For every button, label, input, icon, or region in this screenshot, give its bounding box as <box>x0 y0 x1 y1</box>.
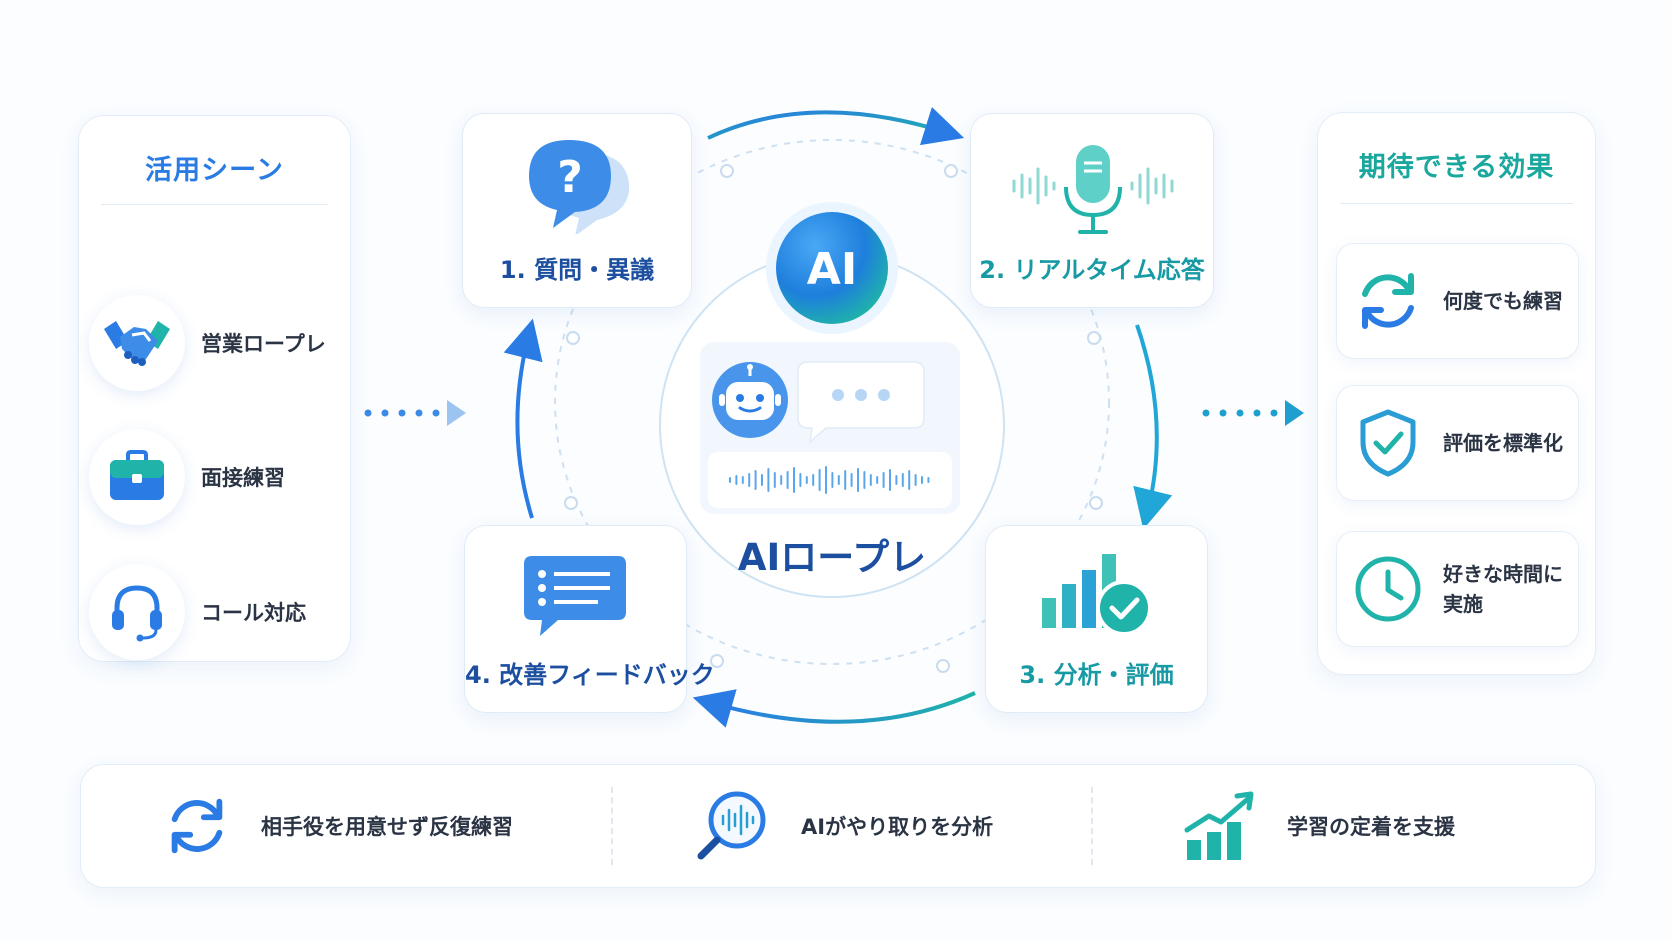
scene-item-sales-roleplay: 営業ロープレ <box>89 291 339 395</box>
scene-label: コール対応 <box>201 601 306 625</box>
arrow-step4-to-step1 <box>503 318 543 519</box>
magnifier-wave-icon <box>697 791 766 860</box>
clock-icon <box>1355 556 1421 622</box>
refresh-icon <box>1362 273 1414 329</box>
usage-scenes-divider <box>101 204 328 205</box>
effect-card-repeat-practice: 何度でも練習 <box>1336 243 1579 359</box>
right-connector-dots <box>1202 400 1304 426</box>
arrow-step3-to-step4 <box>692 689 976 728</box>
audio-waveform-icon <box>708 452 952 508</box>
benefit-label: 学習の定着を支援 <box>1287 815 1455 839</box>
effects-divider <box>1340 203 1573 204</box>
shield-check-icon <box>1360 409 1416 477</box>
ai-badge-text: AI <box>807 244 857 295</box>
effect-label: 評価を標準化 <box>1443 431 1563 455</box>
headset-icon <box>89 564 185 660</box>
effects-title: 期待できる効果 <box>1358 152 1555 183</box>
microphone-icon <box>1012 145 1174 234</box>
step-card-realtime-response: 2. リアルタイム応答 <box>970 113 1214 308</box>
effect-card-anytime: 好きな時間に 実施 <box>1336 531 1579 647</box>
benefit-item-analysis: AIがやり取りを分析 <box>693 765 993 887</box>
effect-card-standardize-evaluation: 評価を標準化 <box>1336 385 1579 501</box>
arrow-step2-to-step3 <box>1133 324 1173 530</box>
scene-item-interview-practice: 面接練習 <box>89 425 339 529</box>
usage-scenes-panel: 活用シーン 営業ロープレ 面接練習 <box>78 115 351 662</box>
chat-illustration <box>700 342 960 514</box>
step-card-analysis: 3. 分析・評価 <box>985 525 1208 713</box>
benefit-label: AIがやり取りを分析 <box>801 815 994 839</box>
benefits-bar: 相手役を用意せず反復練習 AIがやり取りを分析 学習の定着を支援 <box>80 764 1596 888</box>
benefit-item-retention: 学習の定着を支援 <box>1183 765 1455 887</box>
step-label: 1. 質問・異議 <box>499 256 655 284</box>
typing-bubble-icon <box>797 361 925 444</box>
center-label: AIロープレ <box>737 536 927 579</box>
effect-label: 好きな時間に 実施 <box>1443 559 1563 619</box>
step-card-feedback: 4. 改善フィードバック <box>464 525 715 713</box>
bar-chart-check-icon <box>1042 554 1152 636</box>
growth-chart-icon <box>1184 791 1254 860</box>
step-label: 2. リアルタイム応答 <box>979 256 1205 284</box>
step-label: 4. 改善フィードバック <box>465 661 715 689</box>
usage-scenes-title: 活用シーン <box>145 155 284 186</box>
robot-avatar-icon <box>712 362 788 438</box>
refresh-icon <box>171 798 223 854</box>
effect-label-line1: 好きな時間に <box>1443 562 1563 586</box>
step-label: 3. 分析・評価 <box>1019 661 1174 689</box>
briefcase-icon <box>89 429 185 525</box>
scene-label: 営業ロープレ <box>201 332 326 356</box>
benefit-divider <box>611 787 613 865</box>
effect-label-line2: 実施 <box>1443 592 1483 616</box>
feedback-list-icon <box>524 556 626 636</box>
question-bubble-icon: ? <box>529 140 630 234</box>
arrow-step1-to-step2 <box>707 106 965 146</box>
benefit-divider <box>1091 787 1093 865</box>
benefit-label: 相手役を用意せず反復練習 <box>261 815 513 839</box>
svg-text:?: ? <box>557 152 583 203</box>
left-connector-dots <box>364 400 466 426</box>
step-card-question: ? 1. 質問・異議 <box>462 113 692 308</box>
effect-label: 何度でも練習 <box>1443 289 1563 313</box>
benefit-item-repeat: 相手役を用意せず反復練習 <box>161 765 513 887</box>
ai-badge: AI <box>766 202 898 334</box>
scene-item-call-handling: コール対応 <box>89 560 339 664</box>
dashed-orbit <box>554 139 1110 665</box>
effects-panel: 期待できる効果 何度でも練習 評価を標準化 好きな時間に 実施 <box>1317 112 1596 675</box>
handshake-icon <box>89 295 185 391</box>
scene-label: 面接練習 <box>201 466 285 490</box>
